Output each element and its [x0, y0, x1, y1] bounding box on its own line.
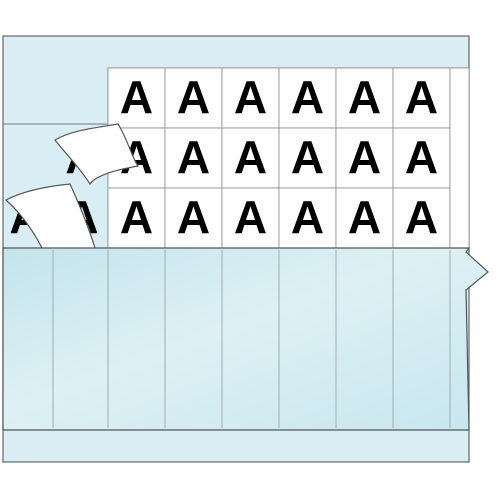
label-letter: A — [234, 131, 267, 183]
label-letter: A — [348, 131, 381, 183]
label-letter: A — [291, 131, 324, 183]
label-letter: A — [234, 71, 267, 123]
label-cell — [164, 127, 223, 189]
label-letter: A — [291, 71, 324, 123]
label-cell — [392, 67, 451, 129]
label-letter: A — [405, 71, 438, 123]
label-cell — [335, 187, 394, 249]
label-column-edge — [449, 67, 470, 249]
label-letter: A — [177, 191, 210, 243]
label-letter: A — [177, 131, 210, 183]
label-cell — [335, 127, 394, 189]
peeled-label-upper — [54, 123, 140, 186]
label-letter: A — [120, 191, 153, 243]
label-letter: A — [348, 191, 381, 243]
label-letter: A — [120, 71, 153, 123]
label-cell — [107, 187, 166, 249]
label-cell — [221, 127, 280, 189]
label-cell — [278, 187, 337, 249]
label-cell — [278, 127, 337, 189]
label-letter: A — [291, 191, 324, 243]
label-letter: A — [348, 71, 381, 123]
label-cell — [278, 67, 337, 129]
label-letter: A — [234, 191, 267, 243]
label-cell — [392, 127, 451, 189]
clear-sleeve — [2, 247, 489, 431]
label-letter: A — [177, 71, 210, 123]
label-letter: A — [405, 191, 438, 243]
label-letter: A — [405, 131, 438, 183]
label-sheet: AAAAAAAAAAAAAAAAAAAAA — [9, 67, 470, 249]
